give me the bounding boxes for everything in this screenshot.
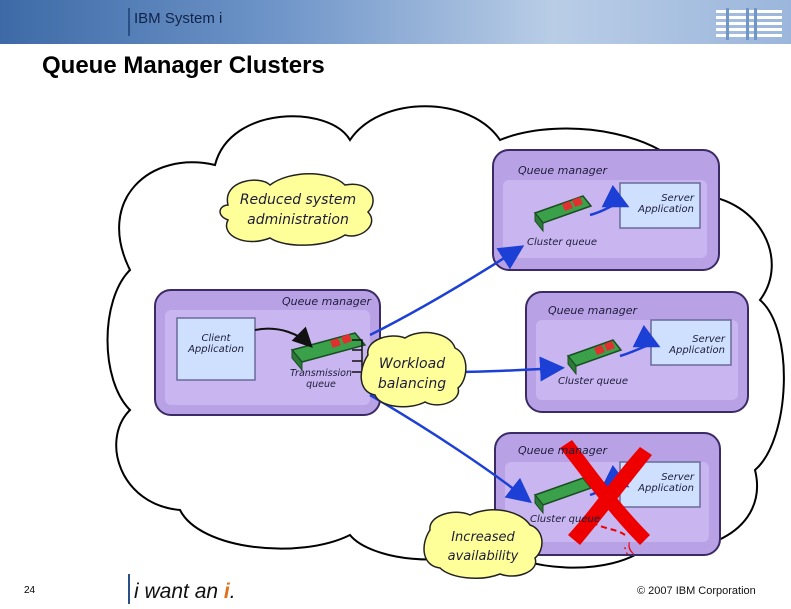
increased-availability-label: Increased availability [447,530,519,564]
queue-manager-label-top: Queue manager [518,164,608,177]
header-divider [128,8,130,36]
copyright: © 2007 IBM Corporation [637,585,756,597]
page-number: 24 [24,585,36,596]
slogan-prefix: i want an [134,580,224,603]
client-application-label: Client Application [188,333,244,355]
slogan-mark: i [223,580,230,603]
cloud-availability [423,509,543,579]
page-title: Queue Manager Clusters [42,52,325,79]
queue-manager-label-bottom: Queue manager [518,444,608,457]
queue-manager-label-left: Queue manager [282,295,372,308]
transmission-to-bottom-arrow [369,393,532,504]
cloud-reduced-admin [219,173,374,246]
transmission-queue-icon [290,332,367,372]
server-application-box-top [619,182,701,229]
slogan-suffix: . [229,580,236,603]
workload-balancing-label: Workload balancing [377,356,447,392]
server-application-label-middle: Server Application [669,334,725,356]
server-application-box-middle [650,319,732,366]
queue-to-server-arrow-middle [619,324,661,358]
header-banner [0,0,791,44]
transmission-to-top-arrow [369,245,525,337]
cluster-queue-icon-top [533,195,593,233]
client-to-queue-arrow [254,326,313,348]
transmission-queue-label: Transmission queue [289,368,353,390]
server-application-label-top: Server Application [638,193,694,215]
footer-slogan: i want an i. [134,580,236,604]
header-brand: IBM System i [134,10,223,27]
cluster-queue-label-middle: Cluster queue [558,376,628,387]
reduced-admin-label: Reduced system administration [239,192,357,228]
client-application-box [176,317,256,381]
failure-cross-icon: :( [560,440,652,559]
cloud-workload [360,331,467,408]
queue-manager-label-middle: Queue manager [548,304,638,317]
footer-divider [128,574,130,604]
queue-to-server-arrow-top [589,184,630,217]
cluster-queue-label-bottom: Cluster queue [530,514,600,525]
cluster-queue-icon-middle [566,339,623,376]
cluster-queue-label-top: Cluster queue [527,237,597,248]
server-application-label-bottom: Server Application [638,472,694,494]
ibm-logo-icon [716,8,782,40]
